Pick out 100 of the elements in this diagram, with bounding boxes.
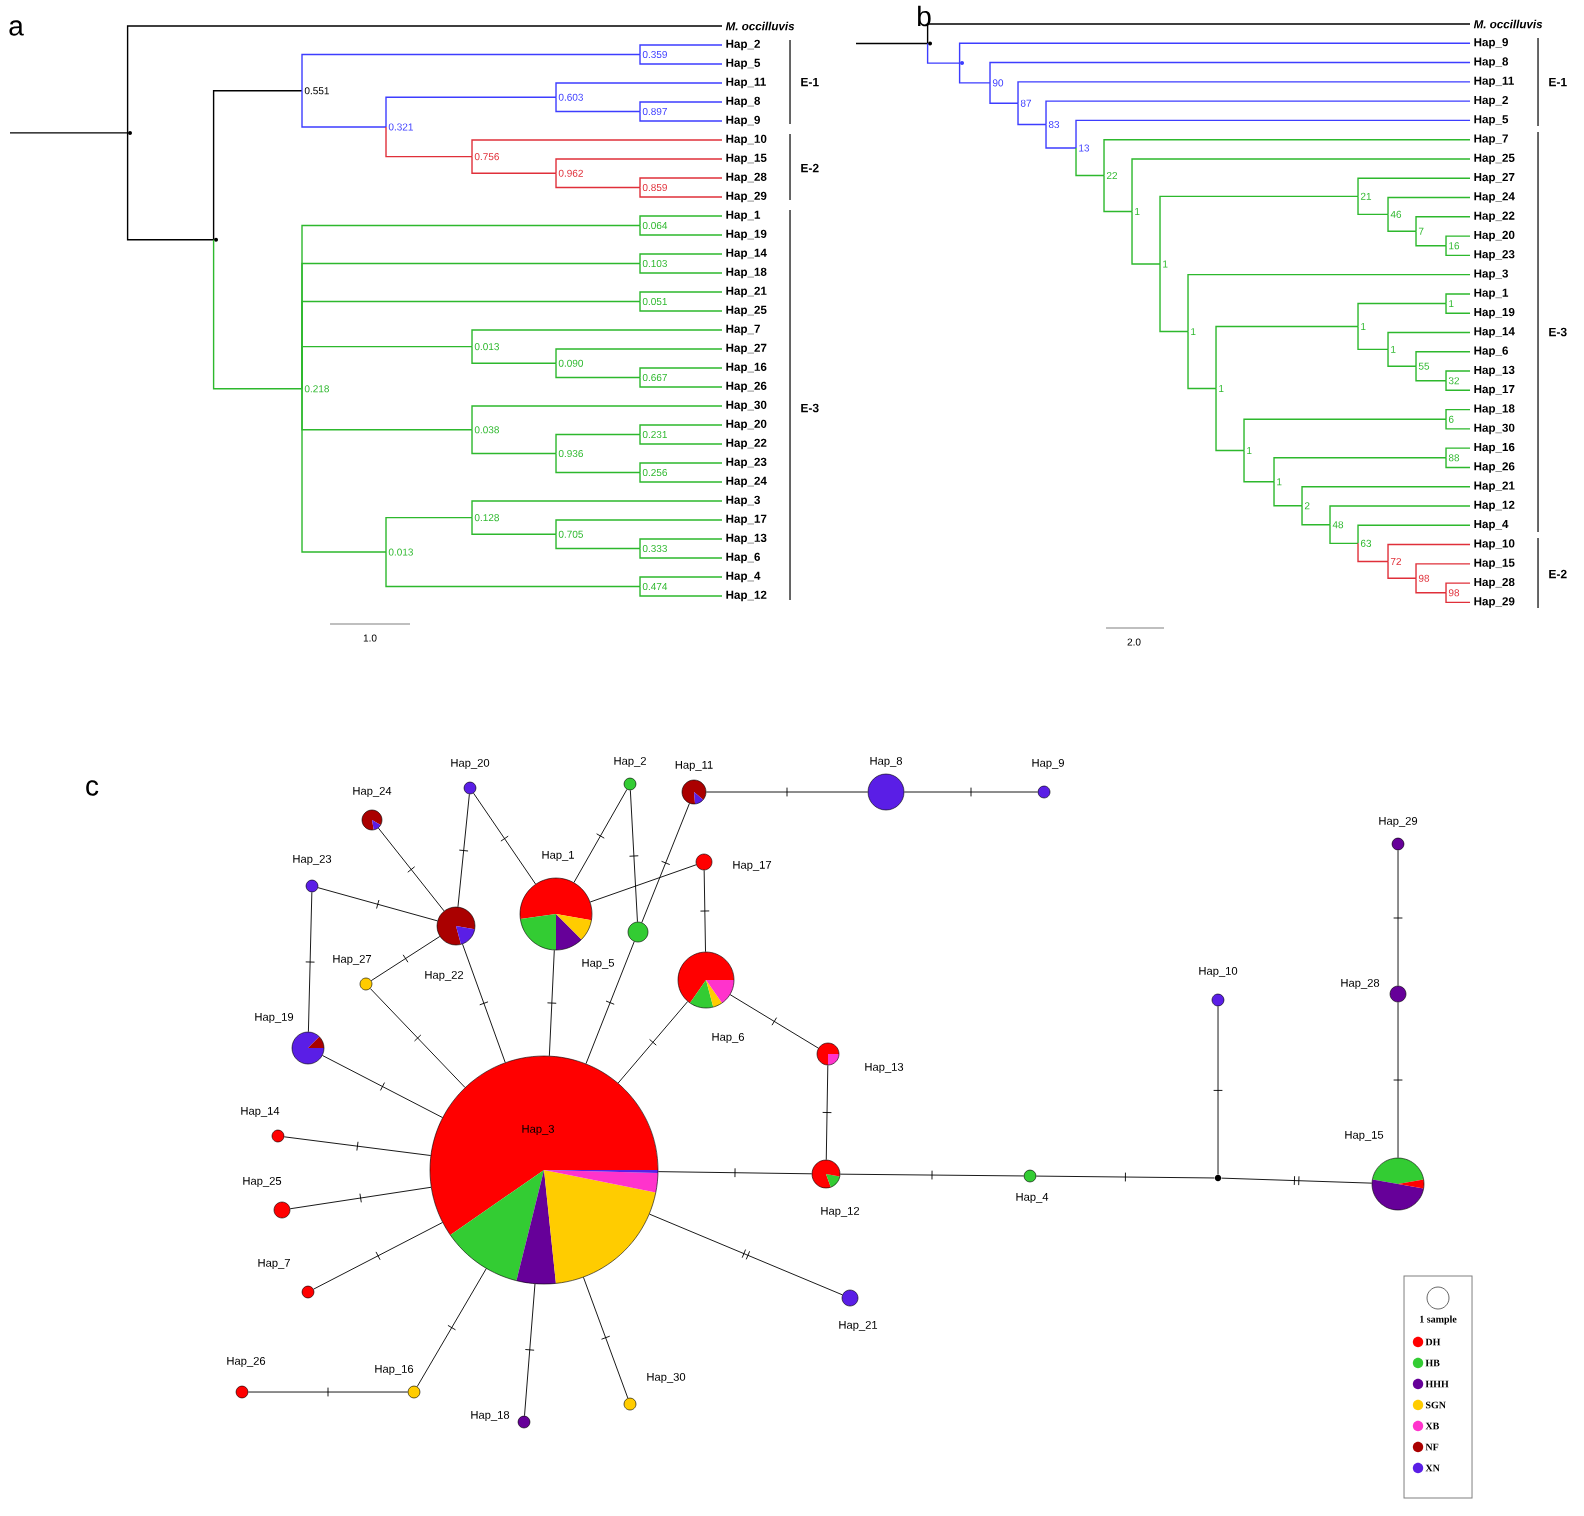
- tree-branch: [1445, 457, 1471, 469]
- tree-branch: [555, 96, 641, 113]
- network-link: [289, 1186, 432, 1210]
- tree-branch: [1187, 330, 1217, 390]
- tree-branch: [639, 376, 723, 388]
- tree-branch: [385, 516, 473, 553]
- tree-branch: [1445, 370, 1471, 382]
- tree-branch: [639, 462, 723, 474]
- network-link: [1393, 1001, 1403, 1159]
- tree-branch: [639, 576, 723, 588]
- tree-branch: [1357, 302, 1447, 328]
- network-link: [700, 869, 710, 953]
- tree-branch: [1357, 325, 1389, 351]
- tree-branch: [555, 362, 641, 379]
- tree-branch: [1357, 177, 1471, 198]
- tree-branch: [1329, 505, 1471, 526]
- panel-letter: c: [86, 780, 99, 796]
- tree-branch: [958, 42, 1471, 64]
- network-link: [903, 787, 1039, 797]
- network-link: [370, 936, 441, 982]
- network-link: [283, 1136, 432, 1156]
- tree-branch: [1445, 235, 1471, 247]
- network-link: [729, 994, 819, 1049]
- network-link: [416, 1268, 487, 1388]
- tree-branch: [471, 329, 723, 348]
- tree-branch: [1131, 210, 1161, 265]
- network-link: [617, 1001, 689, 1084]
- tree-branch: [126, 132, 215, 241]
- network-link: [305, 891, 315, 1033]
- tree-branch: [1215, 387, 1245, 452]
- tree-branch: [639, 367, 723, 379]
- tree-branch: [1301, 486, 1471, 507]
- tree-branch: [1017, 81, 1471, 104]
- tree-branch: [212, 90, 303, 241]
- tree-branch: [639, 424, 723, 436]
- tree-branch: [385, 96, 557, 128]
- tree-branch: [1387, 560, 1417, 579]
- tree-branch: [1103, 174, 1133, 213]
- tree-branch: [639, 538, 723, 550]
- tree-branch: [1415, 230, 1447, 247]
- tree-branch: [1415, 563, 1471, 579]
- tree-branch: [301, 90, 387, 128]
- tree-branch: [555, 452, 641, 474]
- tree-branch: [555, 172, 641, 189]
- network-link: [1035, 1172, 1215, 1182]
- tree-branch: [1357, 195, 1389, 216]
- tree-branch: [385, 551, 641, 588]
- tree-branch: [639, 471, 723, 483]
- tree-branch: [555, 158, 723, 174]
- tree-branch: [639, 547, 723, 559]
- tree-branch: [1243, 418, 1447, 452]
- tree-branch: [555, 433, 641, 455]
- tree-branch: [1243, 449, 1275, 483]
- tree-branch: [989, 82, 1019, 104]
- tree-branch: [1445, 582, 1471, 594]
- network-link: [657, 1167, 813, 1178]
- network-link: [317, 887, 438, 922]
- tree-branch: [1357, 542, 1389, 563]
- network-link: [629, 789, 639, 923]
- tree-branch: [1445, 418, 1471, 430]
- tree-branch: [1415, 351, 1471, 367]
- tree-branch: [639, 101, 723, 113]
- tree-branch: [555, 82, 723, 98]
- tree-branch: [555, 533, 641, 550]
- network-link: [705, 787, 869, 797]
- tree-branch: [471, 139, 723, 158]
- tree-branch: [471, 429, 557, 455]
- network-link: [822, 1064, 832, 1161]
- tree-branch: [989, 61, 1471, 84]
- tree-branch: [1301, 505, 1331, 526]
- tree-branch: [855, 42, 929, 45]
- tree-branch: [639, 44, 723, 56]
- tree-branch: [1387, 213, 1417, 232]
- network-link: [583, 1276, 629, 1399]
- tree-branch: [1159, 263, 1189, 333]
- tree-branch: [1075, 119, 1471, 149]
- network-link: [524, 1283, 536, 1417]
- tree-branch: [471, 155, 557, 174]
- network-link: [839, 1170, 1025, 1180]
- tree-branch: [301, 388, 387, 553]
- tree-branch: [1045, 123, 1077, 149]
- tree-branch: [301, 53, 641, 92]
- network-link: [641, 802, 690, 923]
- network-link: [369, 988, 466, 1088]
- network-link: [247, 1387, 409, 1397]
- network-link: [585, 941, 635, 1065]
- network-link: [473, 792, 536, 885]
- tree-branch: [1273, 457, 1447, 483]
- tree-branch: [639, 177, 723, 189]
- tree-branch: [1159, 195, 1359, 265]
- tree-branch: [639, 110, 723, 122]
- panel-letter: a: [9, 20, 24, 36]
- tree-branch: [1273, 481, 1303, 507]
- network-link: [589, 864, 697, 903]
- tree-branch: [1387, 543, 1471, 563]
- network-link: [322, 1055, 443, 1118]
- tree-branch: [639, 262, 723, 274]
- tree-branch: [1075, 147, 1105, 177]
- network-link: [377, 827, 445, 912]
- tree-branch: [926, 42, 961, 64]
